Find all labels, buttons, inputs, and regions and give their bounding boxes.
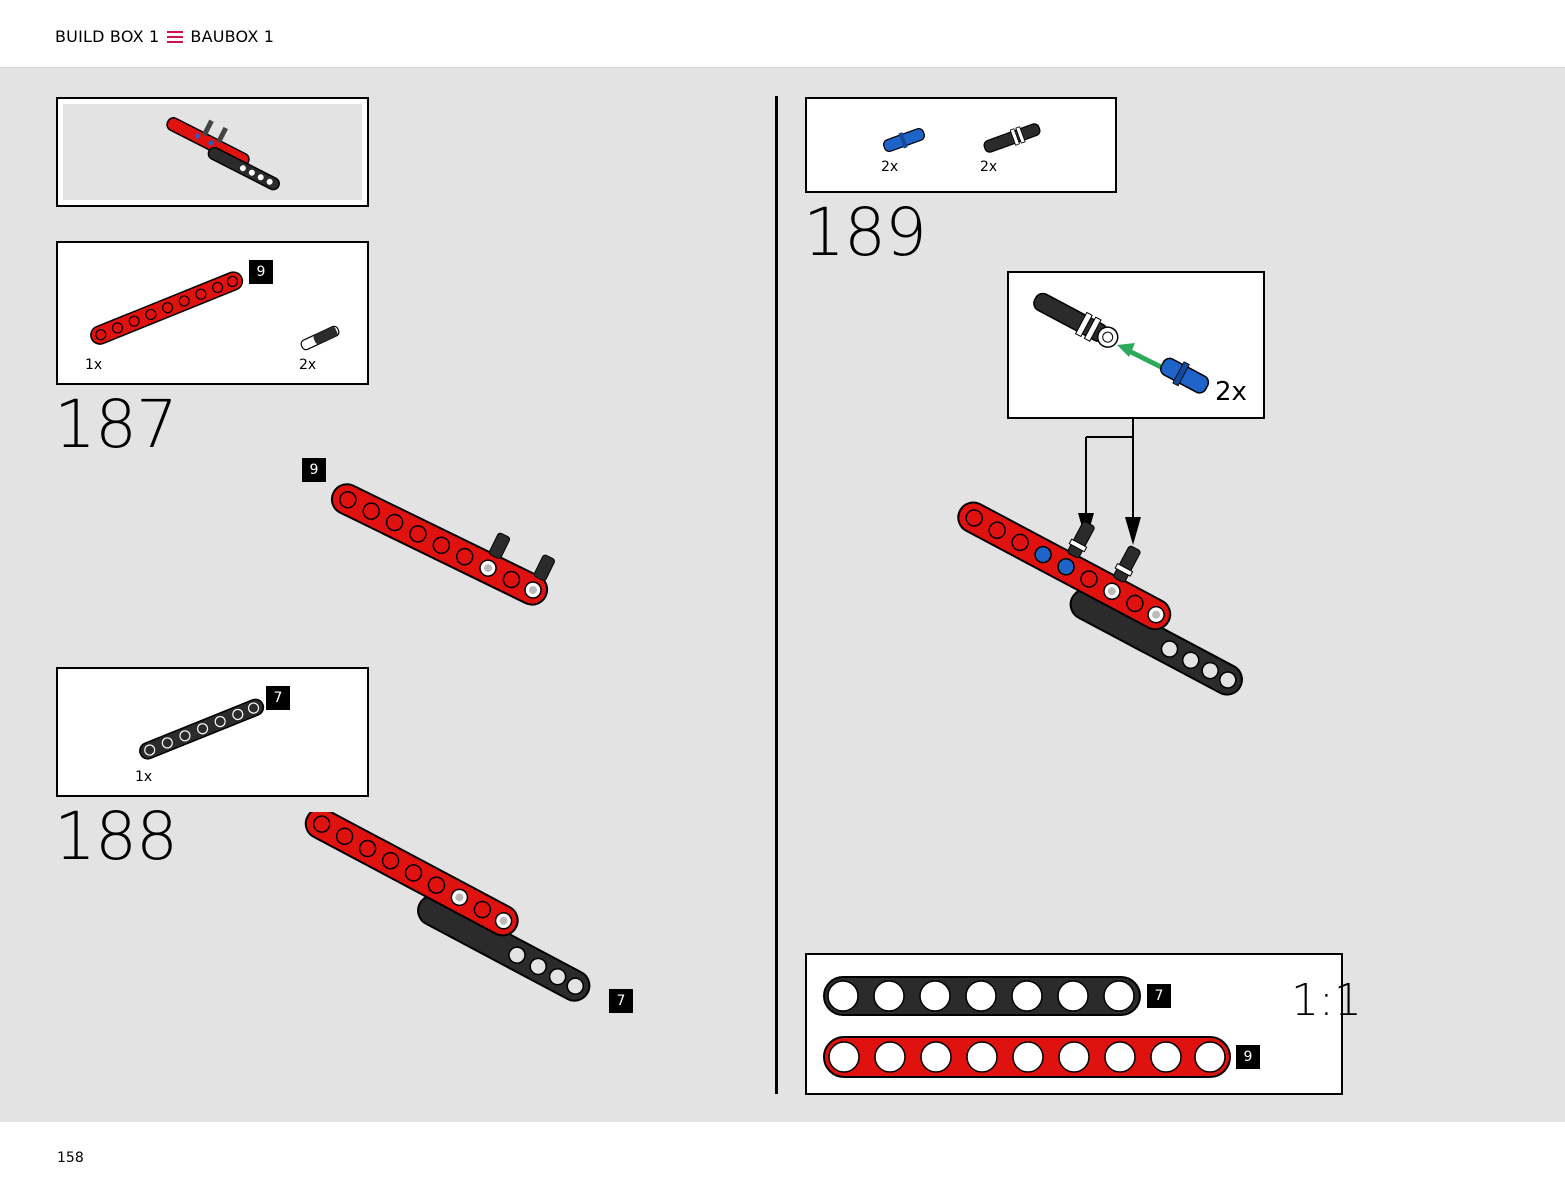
step-number: 187: [54, 386, 178, 463]
step-189-parts-box: 2x 2x: [805, 97, 1117, 193]
step-number: 189: [803, 194, 927, 271]
callout-quantity: 2x: [1215, 377, 1247, 407]
part-quantity: 1x: [135, 769, 153, 785]
step-187-parts-box: 9 1x 2x: [56, 241, 369, 385]
step-188-assembly-image: [304, 812, 591, 1002]
black-pin-part: [300, 325, 340, 351]
part-quantity: 2x: [980, 159, 998, 175]
step-number: 188: [54, 798, 178, 875]
part-length-badge: 9: [249, 260, 273, 284]
header-right-text: BAUBOX 1: [190, 27, 275, 46]
column-divider: [775, 96, 778, 1094]
black-beam-scale-image: [823, 976, 1141, 1016]
blue-pin-part: [883, 127, 925, 153]
header-title: BUILD BOX 1 BAUBOX 1: [55, 27, 274, 46]
sub-assembly-image: [1033, 292, 1210, 394]
overview-assembly-image: [166, 117, 280, 191]
page-header: BUILD BOX 1 BAUBOX 1: [0, 0, 1565, 68]
assembly-length-badge: 7: [609, 989, 633, 1013]
scale-length-badge: 7: [1147, 984, 1171, 1008]
part-length-badge: 7: [266, 686, 290, 710]
red-beam-part: [90, 271, 244, 345]
part-quantity: 2x: [881, 159, 899, 175]
step-189-assembly-image: [957, 501, 1243, 696]
scale-label: 1:1: [1291, 975, 1362, 1026]
black-axle-pin-part: [983, 123, 1041, 153]
red-beam-scale-image: [823, 1036, 1231, 1078]
overview-box: [56, 97, 369, 207]
sub-assembly-callout: 2x: [1007, 271, 1265, 419]
assembly-length-badge: 9: [302, 458, 326, 482]
part-quantity: 1x: [85, 357, 103, 373]
page-number: 158: [57, 1150, 84, 1166]
step-188-parts-box: 7 1x: [56, 667, 369, 797]
header-left-text: BUILD BOX 1: [55, 27, 160, 46]
black-beam-part: [139, 698, 265, 760]
scale-reference-box: 7 9 1:1: [805, 953, 1362, 1095]
part-quantity: 2x: [299, 357, 317, 373]
scale-length-badge: 9: [1236, 1045, 1260, 1069]
page-footer: 158: [0, 1122, 1565, 1191]
menu-lines-icon: [167, 30, 184, 43]
step-187-assembly-image: [330, 483, 555, 606]
